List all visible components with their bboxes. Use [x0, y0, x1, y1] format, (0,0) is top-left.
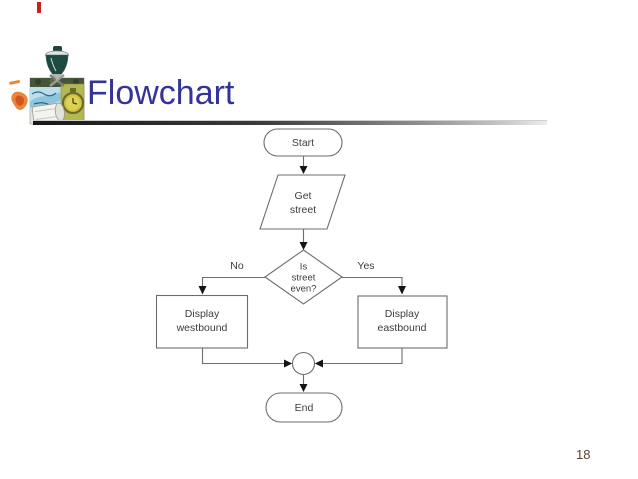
title-clipart-collage-icon	[9, 46, 85, 125]
arrowhead-into-end	[299, 384, 308, 392]
no-branch-label: No	[230, 260, 244, 272]
westbound-node-label: Display westbound	[176, 308, 228, 334]
clipart-ribbon-icon	[49, 74, 65, 87]
decision-node-shape	[264, 249, 343, 305]
arrowhead-into-eastbound	[398, 286, 406, 295]
arrowhead-west-into-merge	[284, 359, 293, 368]
yes-branch-label: Yes	[357, 260, 375, 272]
arrowhead-into-westbound	[198, 286, 207, 295]
arrowhead-east-into-merge	[314, 359, 323, 368]
title-underline-rule	[33, 120, 547, 125]
end-node-label: End	[294, 402, 314, 414]
page-number: 18	[576, 447, 591, 462]
arrowhead-into-decision	[299, 242, 308, 250]
arrowhead-into-input	[299, 166, 308, 174]
clipart-flame-icon	[9, 80, 28, 110]
connector-circle-shape	[291, 351, 316, 376]
clipart-clock-icon	[60, 83, 85, 125]
start-node-label: Start	[291, 137, 315, 149]
westbound-node-shape	[155, 294, 249, 349]
edge-no-branch	[201, 276, 265, 287]
page-title: Flowchart	[87, 74, 235, 112]
edge-yes-branch	[342, 276, 403, 287]
eastbound-node-label: Display eastbound	[377, 308, 427, 334]
red-accent-mark	[37, 2, 41, 13]
edge-eastbound-to-merge	[322, 348, 403, 365]
end-node-shape	[265, 392, 343, 423]
edge-westbound-to-merge	[201, 348, 285, 365]
input-node-label: Get street	[289, 190, 317, 216]
decision-node-label: Is street even?	[290, 261, 317, 294]
input-node-shape	[259, 174, 346, 230]
